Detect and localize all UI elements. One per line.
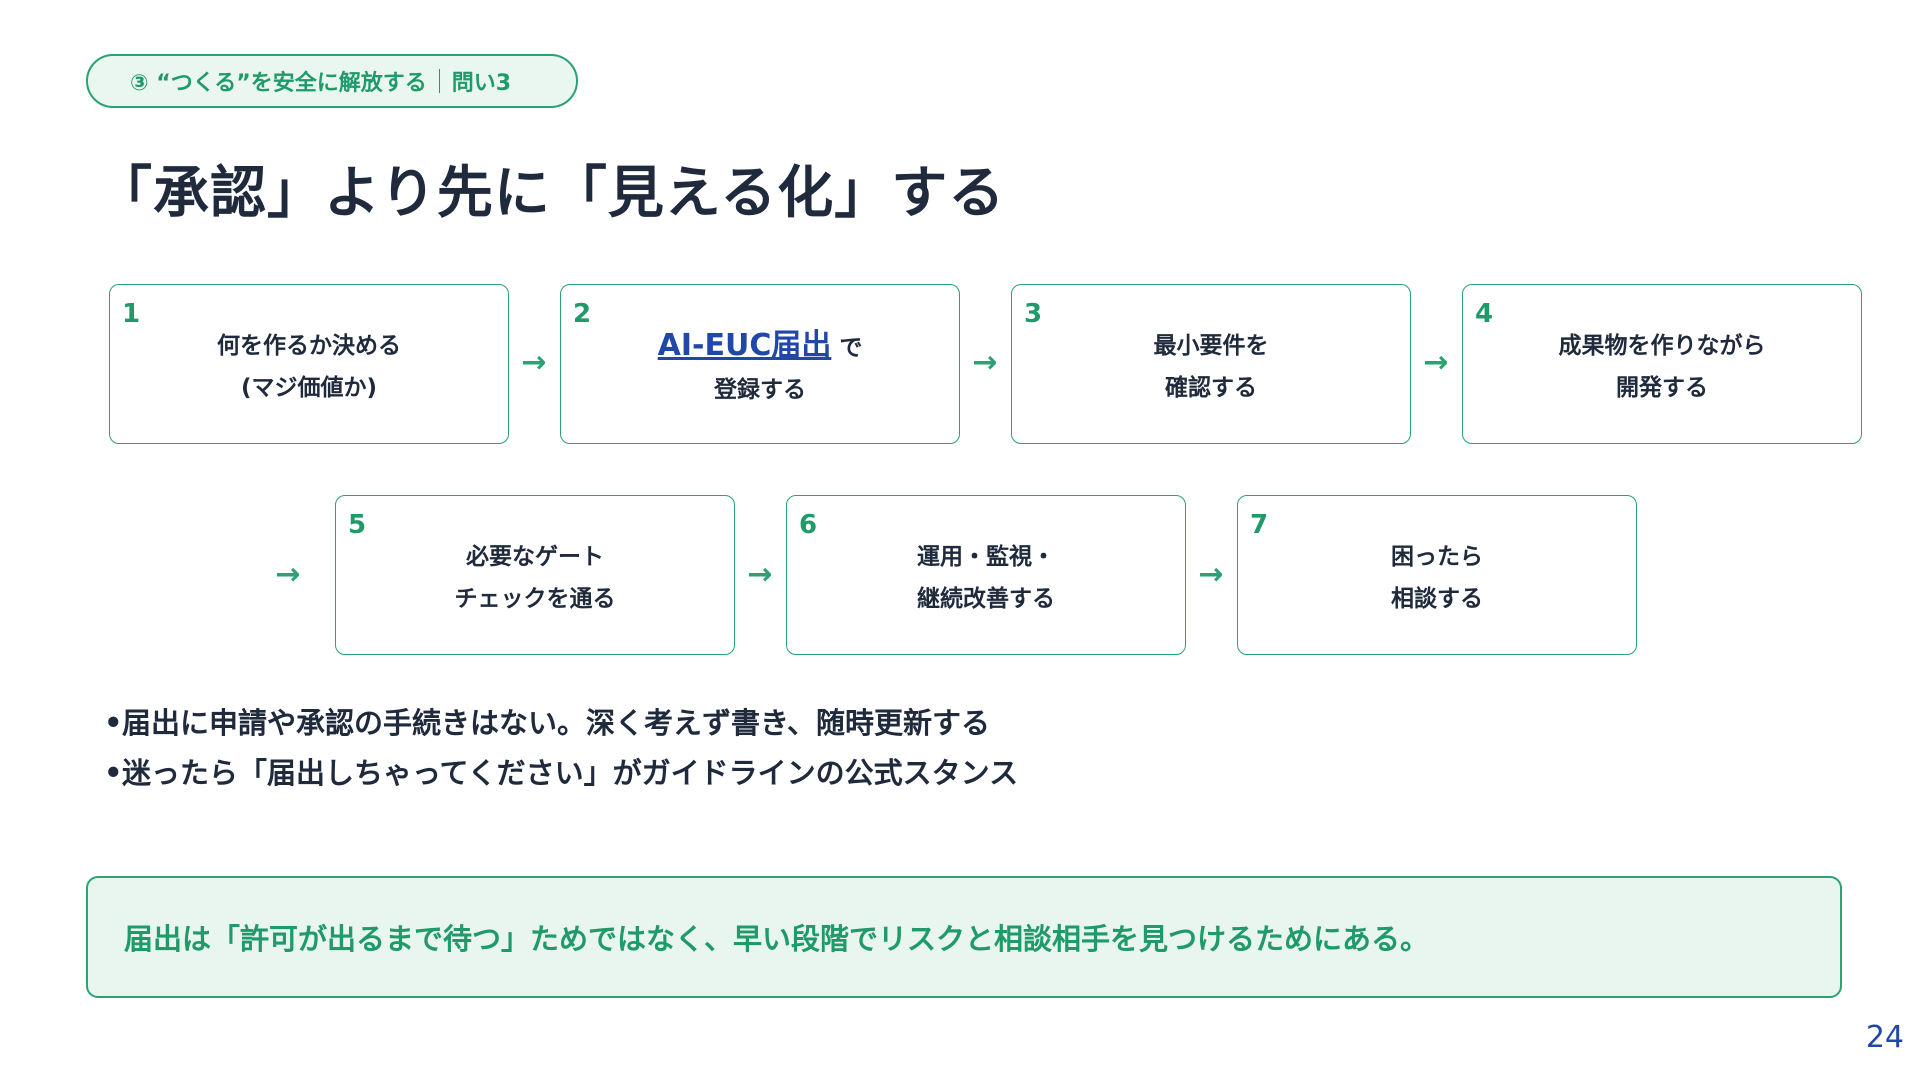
step-line-1: 必要なゲート [466, 544, 604, 570]
step-number: 5 [348, 510, 367, 540]
step-card-7: 7 困ったら 相談する [1237, 495, 1637, 655]
list-item: •届出に申請や承認の手続きはない。深く考えず書き、随時更新する [104, 698, 1018, 748]
section-pill: ③ “つくる”を安全に解放する 問い3 [86, 54, 578, 108]
bullet-marker: • [104, 756, 123, 790]
step-line-1: 成果物を作りながら [1558, 333, 1766, 359]
step-line-1: 最小要件を [1153, 333, 1269, 359]
callout-text: 届出は「許可が出るまで待つ」ためではなく、早い段階でリスクと相談相手を見つけるた… [124, 922, 1430, 956]
callout-box: 届出は「許可が出るまで待つ」ためではなく、早い段階でリスクと相談相手を見つけるた… [86, 876, 1842, 998]
pill-divider [438, 69, 440, 93]
arrow-icon: → [521, 345, 547, 380]
step-card-5: 5 必要なゲート チェックを通る [335, 495, 735, 655]
step-card-1: 1 何を作るか決める (マジ価値か) [109, 284, 509, 444]
step-text: 困ったら 相談する [1238, 536, 1636, 620]
arrow-icon: → [275, 557, 301, 592]
step-line-2: 確認する [1165, 375, 1257, 401]
step-number: 1 [122, 299, 141, 329]
step-line-2: (マジ価値か) [240, 375, 378, 401]
ai-euc-notification-link[interactable]: AI-EUC届出 [657, 328, 832, 363]
step-card-4: 4 成果物を作りながら 開発する [1462, 284, 1862, 444]
step-line-1: 困ったら [1391, 544, 1483, 570]
arrow-icon: → [1423, 345, 1449, 380]
step-line-1: 何を作るか決める [217, 333, 401, 359]
step-line-2: 登録する [714, 377, 806, 403]
step-number: 3 [1024, 299, 1043, 329]
step-line-1: AI-EUC届出 で [561, 325, 959, 369]
step-line-2: チェックを通る [454, 586, 616, 612]
bullet-list: •届出に申請や承認の手続きはない。深く考えず書き、随時更新する •迷ったら「届出… [104, 698, 1018, 798]
arrow-icon: → [972, 345, 998, 380]
step-card-2: 2 AI-EUC届出 で 登録する [560, 284, 960, 444]
bullet-marker: • [104, 706, 123, 740]
step-text: 成果物を作りながら 開発する [1463, 325, 1861, 409]
section-label: ③ “つくる”を安全に解放する [130, 71, 427, 96]
step-text: 必要なゲート チェックを通る [336, 536, 734, 620]
step-number: 2 [573, 299, 592, 329]
step-line-1: 運用・監視・ [917, 544, 1055, 570]
step-number: 7 [1250, 510, 1269, 540]
step-number: 4 [1475, 299, 1494, 329]
bullet-text: 届出に申請や承認の手続きはない。深く考えず書き、随時更新する [122, 706, 990, 740]
arrow-icon: → [1198, 557, 1224, 592]
step-line-1-suffix: で [831, 335, 863, 361]
page-number: 24 [1865, 1020, 1904, 1055]
question-label: 問い3 [451, 71, 512, 96]
arrow-icon: → [747, 557, 773, 592]
step-card-6: 6 運用・監視・ 継続改善する [786, 495, 1186, 655]
step-text: AI-EUC届出 で 登録する [561, 325, 959, 411]
step-line-2: 継続改善する [917, 586, 1055, 612]
step-line-2: 開発する [1616, 375, 1708, 401]
step-number: 6 [799, 510, 818, 540]
step-line-2: 相談する [1391, 586, 1483, 612]
step-text: 何を作るか決める (マジ価値か) [110, 325, 508, 409]
page-title: 「承認」より先に「見える化」する [96, 161, 1006, 226]
list-item: •迷ったら「届出しちゃってください」がガイドラインの公式スタンス [104, 748, 1018, 798]
step-text: 運用・監視・ 継続改善する [787, 536, 1185, 620]
bullet-text: 迷ったら「届出しちゃってください」がガイドラインの公式スタンス [122, 756, 1019, 790]
step-text: 最小要件を 確認する [1012, 325, 1410, 409]
step-card-3: 3 最小要件を 確認する [1011, 284, 1411, 444]
